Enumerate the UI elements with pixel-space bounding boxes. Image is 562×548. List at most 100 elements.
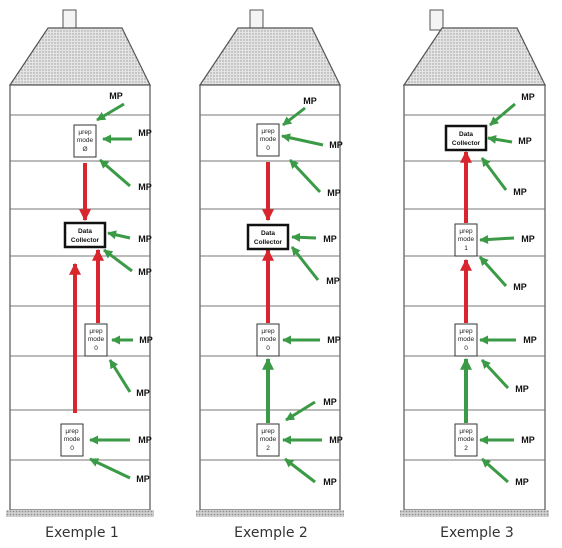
chimney xyxy=(62,9,77,31)
roof xyxy=(402,27,546,86)
repeater-label: µrep xyxy=(261,128,275,135)
mp-arrow xyxy=(288,158,322,194)
repeater-mode-label: mode xyxy=(77,137,94,144)
mp-label: MP xyxy=(109,91,123,101)
mp-label: MP xyxy=(326,276,340,286)
mp-label: MP xyxy=(323,234,337,244)
mp-label: MP xyxy=(513,187,527,197)
repeater-mode-label: mode xyxy=(458,236,475,243)
repeater-frame xyxy=(454,323,478,357)
data-collector-frame xyxy=(444,124,488,152)
repeater-frame xyxy=(454,423,478,457)
mp-arrow xyxy=(108,359,132,393)
repeater-mode-value: 0 xyxy=(266,345,270,352)
mp-arrow xyxy=(479,235,515,245)
chimney xyxy=(249,9,264,31)
mp-arrow xyxy=(480,358,510,390)
repeater-label: µrep xyxy=(261,328,275,335)
data-collector-label-1: Data xyxy=(261,230,275,237)
roof xyxy=(198,27,341,86)
mp-label: MP xyxy=(138,234,152,244)
repeater-mode-value: 0 xyxy=(94,345,98,352)
repeater-frame xyxy=(73,124,97,158)
example-2-network: µrepmode0DataCollectorµrepmode0µrepmode2… xyxy=(246,96,343,487)
mp-label: MP xyxy=(136,474,150,484)
repeater-mode-label: mode xyxy=(458,336,475,343)
repeater-frame xyxy=(256,423,280,457)
mp-arrow xyxy=(99,158,131,188)
repeater-mode-value: 1 xyxy=(464,245,468,252)
repeater-frame xyxy=(256,323,280,357)
repeater-mode-label: mode xyxy=(260,336,277,343)
repeater-label: µrep xyxy=(89,328,103,335)
roof xyxy=(8,27,151,86)
mp-arrow xyxy=(481,457,509,484)
repeater-label: µrep xyxy=(261,428,275,435)
mp-arrow xyxy=(284,457,316,484)
mp-label: MP xyxy=(138,267,152,277)
mp-arrow xyxy=(103,248,133,273)
mp-label: MP xyxy=(518,136,532,146)
repeater-mode-label: mode xyxy=(458,436,475,443)
data-collector-label-2: Collector xyxy=(452,140,481,147)
mp-label: MP xyxy=(513,282,527,292)
data-collector-frame xyxy=(246,223,290,251)
caption-example-1: Exemple 1 xyxy=(45,525,119,541)
repeater-mode-label: mode xyxy=(260,436,277,443)
repeater-label: µrep xyxy=(65,428,79,435)
mp-label: MP xyxy=(329,140,343,150)
mp-arrow xyxy=(480,157,508,191)
mp-arrow xyxy=(107,230,131,240)
repeater-mode-value: 2 xyxy=(266,445,270,452)
mp-label: MP xyxy=(323,477,337,487)
example-1-network: µrepmodeØDataCollectorµrepmode0µrepmode0… xyxy=(60,91,153,484)
mp-label: MP xyxy=(139,335,153,345)
repeater-label: µrep xyxy=(459,428,473,435)
repeater-mode-value: 0 xyxy=(266,145,270,152)
mp-label: MP xyxy=(327,335,341,345)
caption-example-2: Exemple 2 xyxy=(234,525,308,541)
building-3 xyxy=(400,9,549,517)
mp-arrow xyxy=(96,102,125,122)
data-collector-label-2: Collector xyxy=(254,239,283,246)
caption-example-3: Exemple 3 xyxy=(440,525,514,541)
mp-arrow xyxy=(282,106,306,127)
mp-label: MP xyxy=(521,92,535,102)
mp-label: MP xyxy=(523,335,537,345)
mp-arrow xyxy=(281,133,324,147)
repeater-mode-value: 0 xyxy=(464,345,468,352)
mp-label: MP xyxy=(515,384,529,394)
repeater-mode-label: mode xyxy=(260,136,277,143)
mp-label: MP xyxy=(323,397,337,407)
mp-arrow xyxy=(478,255,508,288)
mp-arrow xyxy=(487,134,513,144)
mp-label: MP xyxy=(138,128,152,138)
mp-label: MP xyxy=(521,234,535,244)
ground xyxy=(400,510,549,517)
repeater-frame xyxy=(256,123,280,157)
repeater-mode-label: mode xyxy=(64,436,81,443)
repeater-label: µrep xyxy=(78,129,92,136)
data-collector-label-1: Data xyxy=(459,131,473,138)
mp-label: MP xyxy=(136,388,150,398)
mp-label: MP xyxy=(303,96,317,106)
mp-label: MP xyxy=(327,188,341,198)
mp-label: MP xyxy=(521,435,535,445)
mp-arrow xyxy=(489,102,516,127)
ground xyxy=(196,510,344,517)
repeater-mode-value: Ø xyxy=(82,146,87,153)
example-3-network: DataCollectorµrepmode1µrepmode0µrepmode2… xyxy=(444,92,537,487)
repeater-frame xyxy=(60,423,84,457)
repeater-frame xyxy=(84,323,108,357)
mp-label: MP xyxy=(138,435,152,445)
